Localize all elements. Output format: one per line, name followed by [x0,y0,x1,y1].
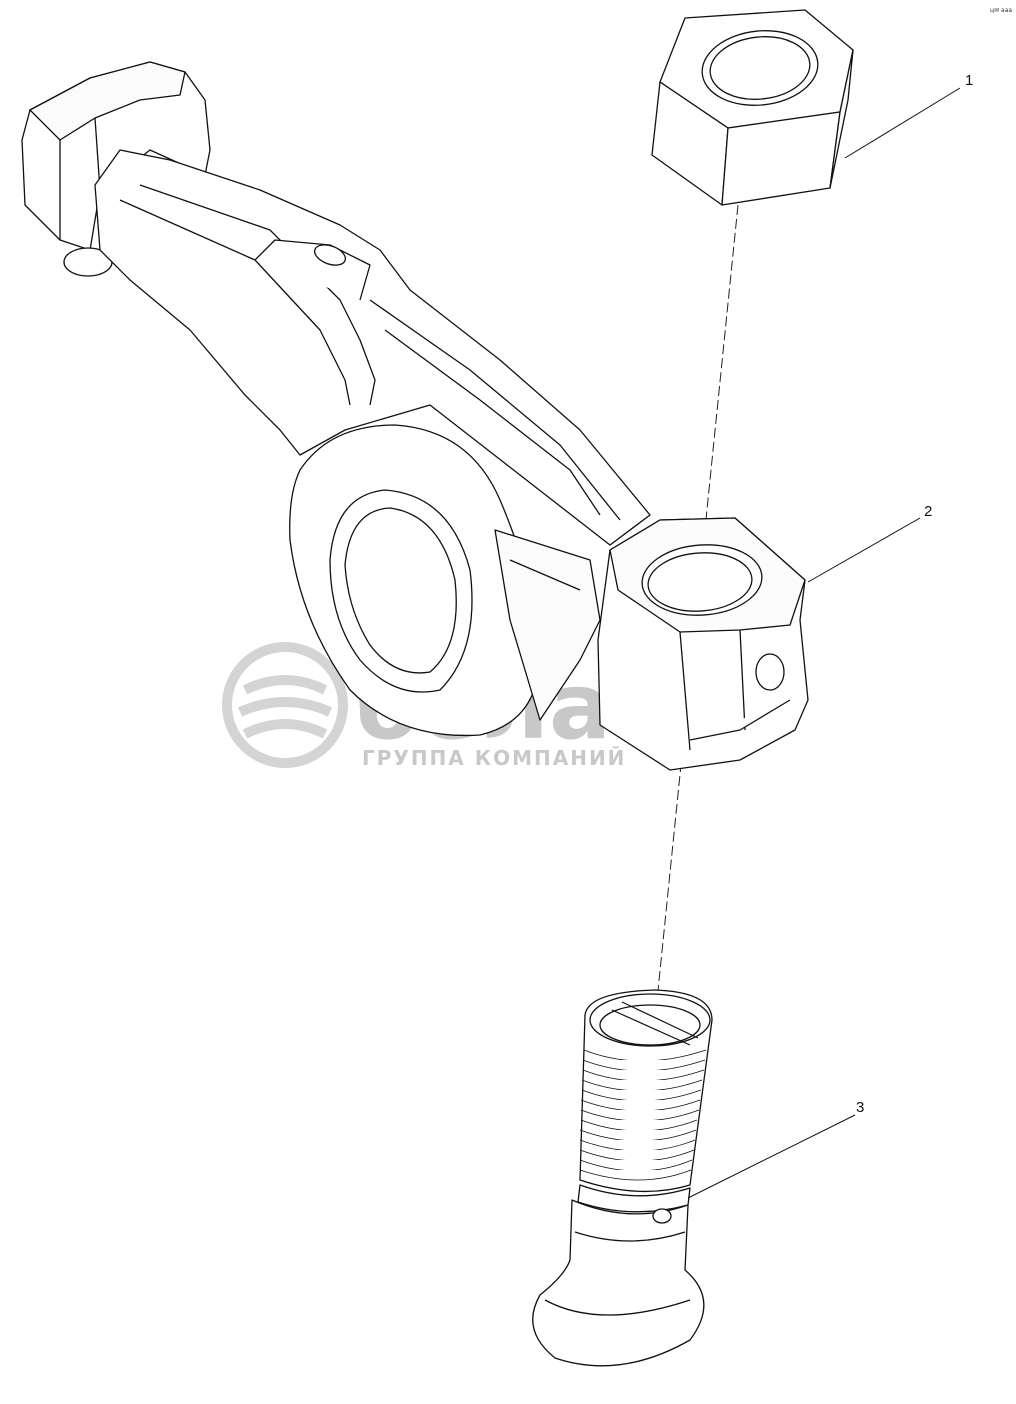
callout-2: 2 [807,503,932,583]
watermark-logo-icon [222,642,348,768]
callout-1-label: 1 [965,72,973,89]
watermark-tagline: ГРУППА КОМПАНИЙ [362,746,626,770]
callout-2-label: 2 [924,503,932,520]
adjusting-screw-part [532,989,713,1367]
corner-code: ц✉ ааа [990,7,1012,14]
callout-1: 1 [844,72,973,159]
rocker-arm-part [21,61,809,771]
callout-3: 3 [687,1099,864,1199]
callout-3-label: 3 [856,1099,864,1116]
nut-part [651,9,854,206]
thread-lines [579,1049,707,1181]
